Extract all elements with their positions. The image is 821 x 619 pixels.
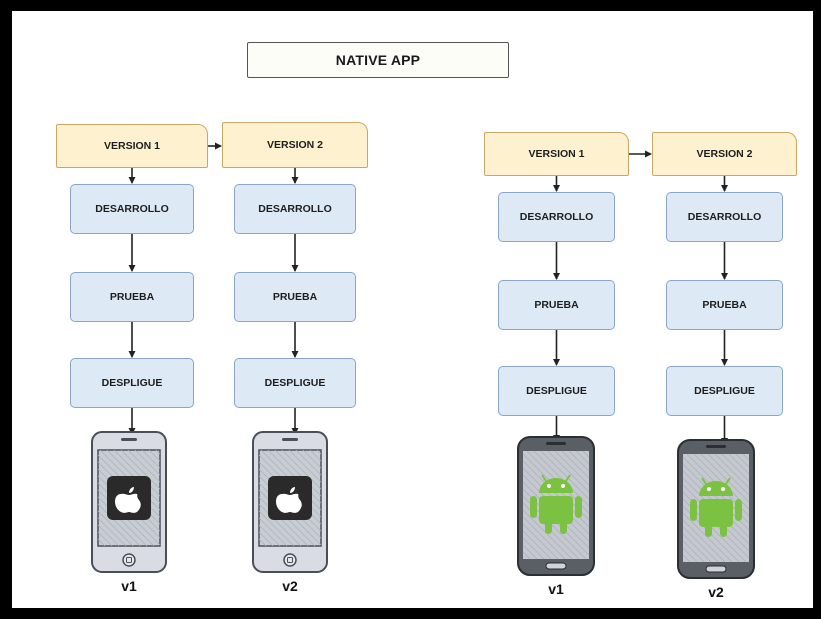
home-button-icon (122, 553, 136, 567)
step-desarrollo-ios-2: DESARROLLO (234, 184, 356, 234)
device-label-android-2: v2 (708, 584, 724, 600)
step-despligue-ios-2: DESPLIGUE (234, 358, 356, 408)
step-desarrollo-android-2: DESARROLLO (666, 192, 783, 242)
step-despligue-android-2: DESPLIGUE (666, 366, 783, 416)
step-prueba-android-2: PRUEBA (666, 280, 783, 330)
apple-logo-icon (107, 476, 151, 520)
home-key-icon (545, 562, 567, 570)
version-header-ios-2: VERSION 2 (222, 122, 368, 168)
android-robot-icon (530, 474, 582, 534)
step-desarrollo-android-1: DESARROLLO (498, 192, 615, 242)
home-key-icon (705, 565, 727, 573)
android-phone-icon (677, 439, 755, 579)
diagram-title: NATIVE APP (247, 42, 509, 78)
android-robot-icon (690, 477, 742, 537)
frame-bottom-border (0, 608, 821, 619)
apple-logo-icon (268, 476, 312, 520)
step-despligue-ios-1: DESPLIGUE (70, 358, 194, 408)
step-desarrollo-ios-1: DESARROLLO (70, 184, 194, 234)
device-label-android-1: v1 (548, 581, 564, 597)
frame-top-border (0, 0, 821, 11)
frame-right-border (813, 0, 821, 619)
device-label-ios-2: v2 (282, 578, 298, 594)
iphone-icon (91, 431, 167, 573)
android-phone-icon (517, 436, 595, 576)
step-prueba-ios-1: PRUEBA (70, 272, 194, 322)
version-header-ios-1: VERSION 1 (56, 124, 208, 168)
step-prueba-android-1: PRUEBA (498, 280, 615, 330)
version-header-android-1: VERSION 1 (484, 132, 629, 176)
step-prueba-ios-2: PRUEBA (234, 272, 356, 322)
iphone-icon (252, 431, 328, 573)
home-button-icon (283, 553, 297, 567)
step-despligue-android-1: DESPLIGUE (498, 366, 615, 416)
frame-left-border (0, 0, 12, 619)
device-label-ios-1: v1 (121, 578, 137, 594)
version-header-android-2: VERSION 2 (652, 132, 797, 176)
